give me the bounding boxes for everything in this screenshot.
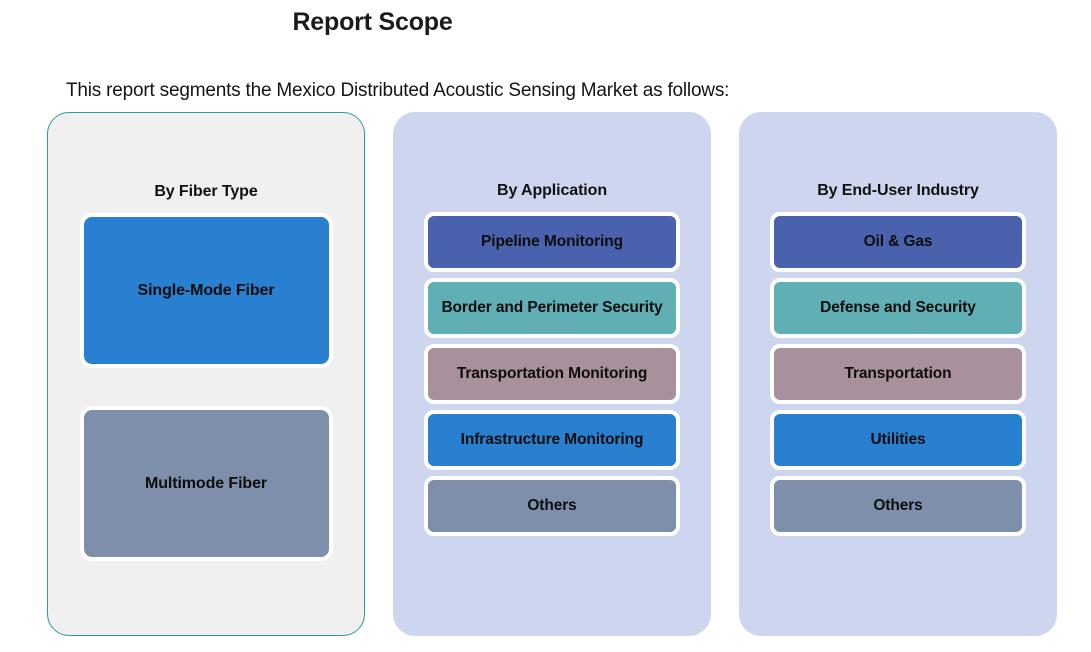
segmentation-columns: By Fiber Type Single-Mode Fiber Multimod…: [47, 112, 1057, 636]
end-user-chip-transportation[interactable]: Transportation: [770, 344, 1026, 404]
column-header-application: By Application: [496, 182, 607, 199]
fiber-type-item-list: Single-Mode Fiber Multimode Fiber: [48, 213, 364, 561]
end-user-chip-utilities[interactable]: Utilities: [770, 410, 1026, 470]
application-chip-infrastructure-monitoring[interactable]: Infrastructure Monitoring: [424, 410, 680, 470]
report-subtitle: This report segments the Mexico Distribu…: [66, 80, 730, 101]
end-user-industry-item-list: Oil & Gas Defense and Security Transport…: [739, 212, 1057, 536]
column-by-application: By Application Pipeline Monitoring Borde…: [393, 112, 711, 636]
application-chip-border-and-perimeter-security[interactable]: Border and Perimeter Security: [424, 278, 680, 338]
column-header-end-user-industry: By End-User Industry: [817, 182, 979, 199]
application-item-list: Pipeline Monitoring Border and Perimeter…: [393, 212, 711, 536]
end-user-chip-others[interactable]: Others: [770, 476, 1026, 536]
end-user-chip-defense-and-security[interactable]: Defense and Security: [770, 278, 1026, 338]
application-chip-others[interactable]: Others: [424, 476, 680, 536]
column-header-fiber-type: By Fiber Type: [154, 183, 258, 200]
page-title: Report Scope: [292, 8, 453, 36]
end-user-chip-oil-and-gas[interactable]: Oil & Gas: [770, 212, 1026, 272]
application-chip-transportation-monitoring[interactable]: Transportation Monitoring: [424, 344, 680, 404]
column-by-fiber-type: By Fiber Type Single-Mode Fiber Multimod…: [47, 112, 365, 636]
application-chip-pipeline-monitoring[interactable]: Pipeline Monitoring: [424, 212, 680, 272]
fiber-type-card-multimode[interactable]: Multimode Fiber: [79, 406, 333, 561]
column-by-end-user-industry: By End-User Industry Oil & Gas Defense a…: [739, 112, 1057, 636]
fiber-type-card-single-mode[interactable]: Single-Mode Fiber: [79, 213, 333, 368]
